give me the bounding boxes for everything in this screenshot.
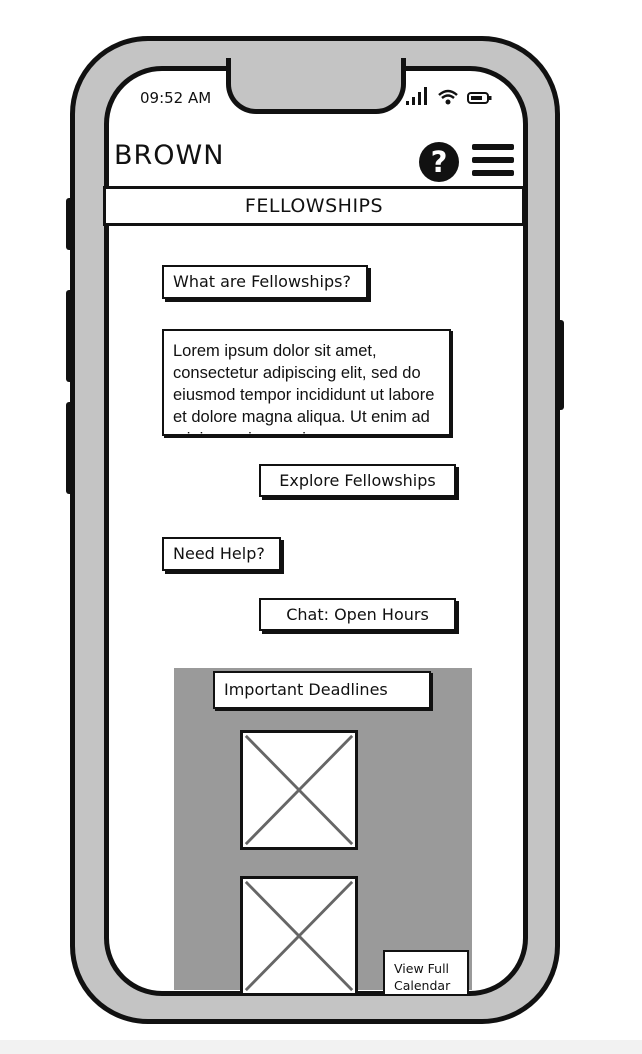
phone-side-button-power: [556, 320, 564, 410]
status-time: 09:52 AM: [140, 89, 212, 107]
explore-fellowships-button[interactable]: Explore Fellowships: [259, 464, 456, 497]
hamburger-menu-icon[interactable]: [472, 144, 514, 180]
fellowships-description: Lorem ipsum dolor sit amet, consectetur …: [162, 329, 451, 436]
deadline-image-placeholder: [240, 730, 358, 850]
chat-open-hours-button[interactable]: Chat: Open Hours: [259, 598, 456, 631]
signal-icon: [406, 87, 427, 105]
important-deadlines-title: Important Deadlines: [213, 671, 431, 709]
phone-side-button-volume-up: [66, 290, 74, 382]
section-title: FELLOWSHIPS: [103, 186, 525, 226]
status-icons: [405, 86, 493, 106]
page-bottom-strip: [0, 1040, 642, 1054]
phone-side-button-silent: [66, 198, 74, 250]
app-title: BROWN: [114, 140, 225, 171]
view-full-calendar-button[interactable]: View Full Calendar: [383, 950, 469, 996]
help-icon[interactable]: ?: [419, 142, 459, 182]
battery-icon: [467, 92, 492, 104]
calendar-button-line1: View Full: [394, 961, 450, 976]
phone-side-button-volume-down: [66, 402, 74, 494]
deadline-image-placeholder: [240, 876, 358, 996]
wifi-icon: [438, 89, 458, 105]
need-help-label: Need Help?: [162, 537, 281, 571]
fellowships-question-label: What are Fellowships?: [162, 265, 368, 299]
phone-notch: [226, 58, 406, 114]
calendar-button-line2: Calendar: [394, 978, 451, 993]
